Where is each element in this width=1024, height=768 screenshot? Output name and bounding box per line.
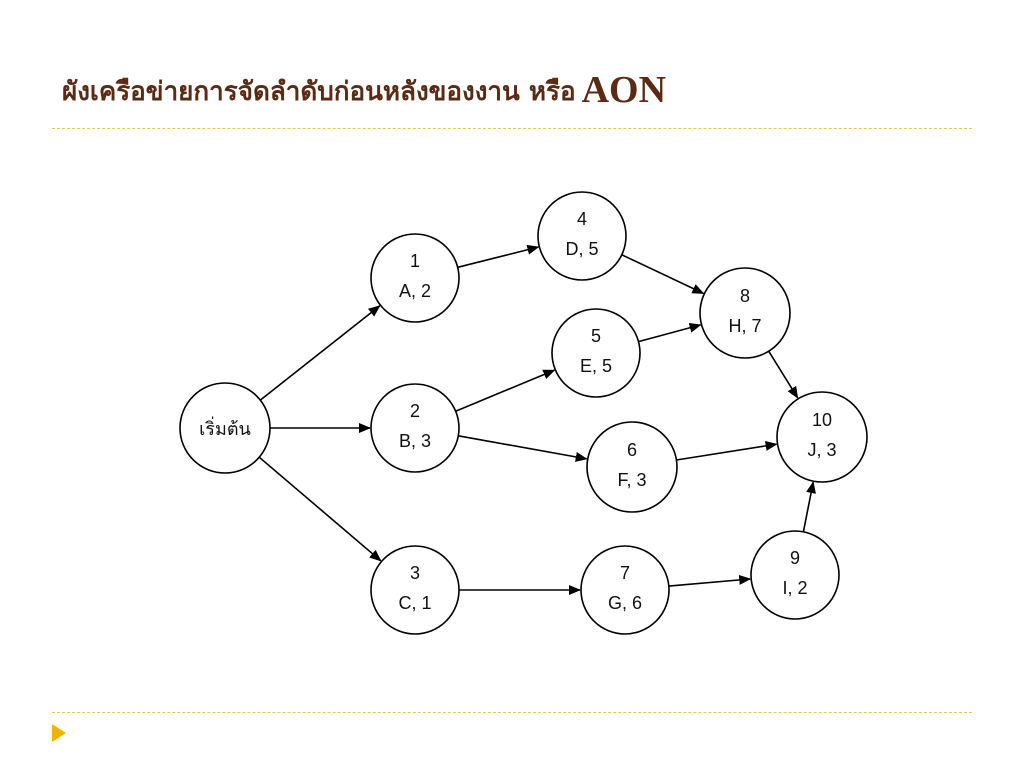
slide-title-accent: AON: [581, 69, 667, 111]
node-number: 10: [812, 410, 832, 430]
node-n6: 6 F, 3: [586, 421, 678, 513]
bullet-arrow-icon: [52, 724, 66, 742]
node-activity: E, 5: [580, 356, 612, 376]
arrow-n1-to-n4: [457, 244, 540, 269]
node-number: 2: [410, 401, 420, 421]
node-circle: [179, 382, 271, 474]
edge-layer: [258, 244, 816, 595]
arrow-n7-to-n9: [668, 574, 752, 587]
node-layer: เริ่มต้น 1 A, 2 2 B, 3 3 C, 1 4 D, 5 5 E, 5 6 F, 3 7G…: [179, 191, 868, 635]
node-circle: [776, 391, 868, 483]
node-circle: [551, 308, 641, 398]
slide-title: ผังเครือข่ายการจัดลำดับก่อนหลังของงาน หร…: [62, 66, 666, 115]
arrow-n8-to-n10: [768, 350, 799, 399]
node-n7: 7 G, 6: [580, 545, 670, 635]
node-n5: 5 E, 5: [551, 308, 641, 398]
node-activity: F, 3: [617, 470, 646, 490]
node-n10: 10 J, 3: [776, 391, 868, 483]
node-number: 5: [591, 326, 601, 346]
node-number: 6: [627, 440, 637, 460]
arrow-n2-to-n6: [458, 435, 588, 462]
slide-title-text: ผังเครือข่ายการจัดลำดับก่อนหลังของงาน หร…: [62, 77, 576, 107]
node-n3: 3 C, 1: [370, 545, 460, 635]
arrow-start-to-n3: [258, 456, 382, 562]
node-activity: G, 6: [608, 593, 642, 613]
node-activity: C, 1: [398, 593, 431, 613]
node-circle: [370, 233, 460, 323]
node-activity: A, 2: [399, 281, 431, 301]
node-activity: B, 3: [399, 431, 431, 451]
node-n4: 4 D, 5: [537, 191, 627, 281]
node-number: 9: [790, 548, 800, 568]
node-circle: [699, 267, 791, 359]
node-activity: D, 5: [565, 239, 598, 259]
node-activity: I, 2: [782, 578, 807, 598]
node-circle: [750, 530, 840, 620]
node-number: 8: [740, 286, 750, 306]
node-number: 4: [577, 209, 587, 229]
node-number: 3: [410, 563, 420, 583]
arrow-start-to-n1: [259, 305, 381, 401]
node-circle: [586, 421, 678, 513]
arrow-n4-to-n8: [621, 254, 705, 295]
node-label: เริ่มต้น: [199, 416, 251, 439]
arrow-n9-to-n10: [802, 481, 816, 532]
node-start: เริ่มต้น: [179, 382, 271, 474]
arrow-n5-to-n8: [638, 322, 702, 343]
node-circle: [537, 191, 627, 281]
node-circle: [370, 383, 460, 473]
node-number: 1: [410, 251, 420, 271]
node-circle: [580, 545, 670, 635]
footer-divider: [52, 712, 972, 713]
arrow-n2-to-n5: [455, 369, 556, 412]
node-activity: J, 3: [807, 440, 836, 460]
node-circle: [370, 545, 460, 635]
arrow-n6-to-n10: [676, 440, 778, 461]
node-activity: H, 7: [728, 316, 761, 336]
node-number: 7: [620, 563, 630, 583]
node-n2: 2 B, 3: [370, 383, 460, 473]
title-divider: [52, 128, 972, 129]
node-n8: 8 H, 7: [699, 267, 791, 359]
node-n1: 1 A, 2: [370, 233, 460, 323]
node-n9: 9 I, 2: [750, 530, 840, 620]
